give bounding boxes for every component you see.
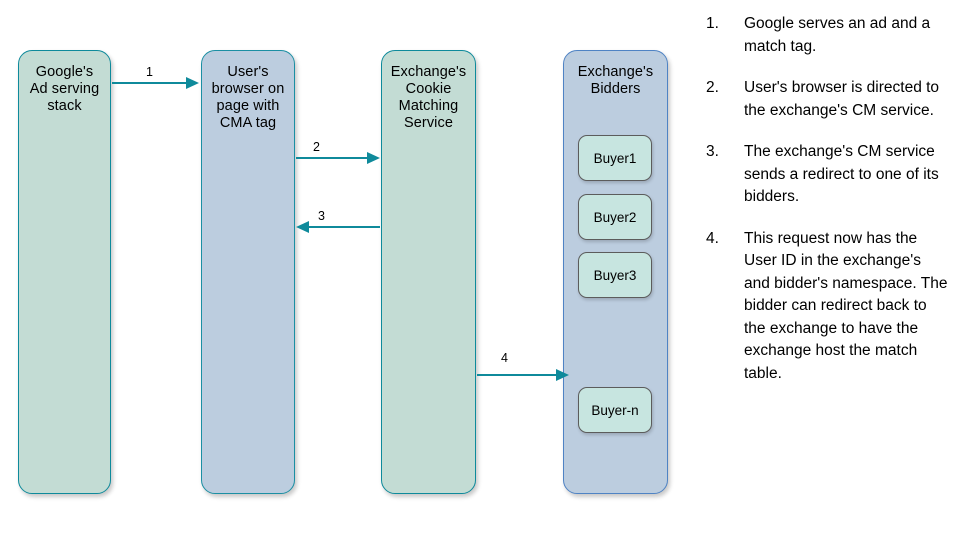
step-4-number: 4. [706,229,719,247]
step-3-number: 3. [706,143,719,160]
step-item-2: 2. User's browser is directed to the exc… [706,77,950,122]
steps-list: 1. Google serves an ad and a match tag. … [706,13,950,404]
buyer-box-2: Buyer2 [578,194,652,240]
arrow-4-line [477,374,558,377]
arrow-1-line [112,82,188,85]
arrow-1-label: 1 [146,65,153,79]
step-1-number: 1. [706,15,719,32]
arrow-3-head-icon [296,221,309,233]
step-4-text: This request now has the User ID in the … [744,229,948,382]
buyer-n-label: Buyer-n [591,403,639,418]
arrow-2-line [296,157,369,160]
arrow-2-label: 2 [313,140,320,154]
step-item-3: 3. The exchange's CM service sends a red… [706,141,950,209]
step-2-text: User's browser is directed to the exchan… [744,79,940,119]
arrow-3-label: 3 [318,209,325,223]
buyer-box-3: Buyer3 [578,252,652,298]
buyer-box-n: Buyer-n [578,387,652,433]
buyer-2-label: Buyer2 [593,210,637,225]
buyer-3-label: Buyer3 [593,268,637,283]
arrow-3-line [307,226,380,229]
buyer-1-label: Buyer1 [593,151,637,166]
arrow-2-head-icon [367,152,380,164]
step-item-1: 1. Google serves an ad and a match tag. [706,13,950,58]
step-item-4: 4. This request now has the User ID in t… [706,228,950,386]
buyer-box-1: Buyer1 [578,135,652,181]
step-1-text: Google serves an ad and a match tag. [744,15,931,55]
arrow-4-head-icon [556,369,569,381]
arrow-1-head-icon [186,77,199,89]
step-3-text: The exchange's CM service sends a redire… [744,143,939,205]
arrow-4-label: 4 [501,351,508,365]
step-2-number: 2. [706,79,719,96]
